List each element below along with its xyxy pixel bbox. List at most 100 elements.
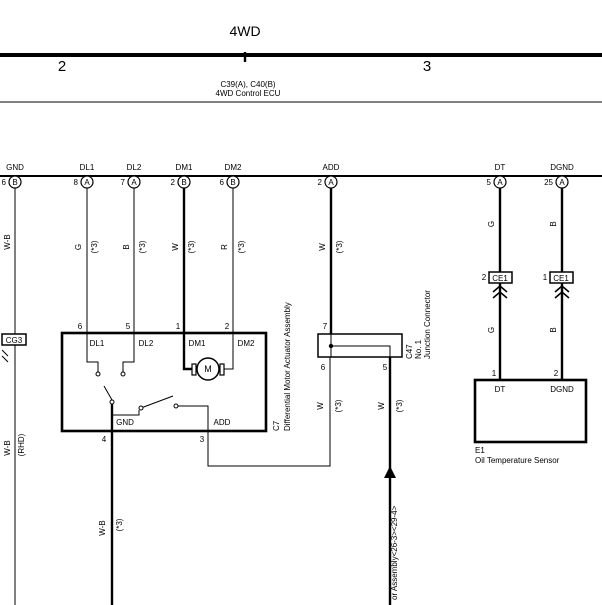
junction-no: No. 1 <box>414 339 423 359</box>
ecu-connector-dl1: A <box>80 175 94 189</box>
ecu-pin-label-dm2: DM2 <box>225 163 242 172</box>
motor-wire-dm2 <box>222 333 234 370</box>
svg-text:A: A <box>328 178 334 187</box>
actuator-pin-dl2: 5 <box>126 322 131 331</box>
ce1-a-pin: 2 <box>482 273 487 282</box>
chevron-icon-cg3 <box>1 349 9 363</box>
motor-label: M <box>204 364 212 374</box>
switch-wire-dl2 <box>122 333 135 372</box>
actuator-gnd-label: GND <box>116 418 134 427</box>
chevron-up-icon-ce1-a <box>492 284 508 299</box>
ecu-connector-gnd: B <box>8 175 22 189</box>
actuator-id: C7 <box>272 420 281 431</box>
junction-id: C47 <box>405 344 414 359</box>
column-number-right: 3 <box>423 58 431 75</box>
motor-brush-right <box>219 363 225 376</box>
svg-text:CE1: CE1 <box>553 274 569 283</box>
ecu-pin-number-dm1: 2 <box>171 178 176 187</box>
wire-color-dl2: B <box>122 244 131 249</box>
actuator-label-dm1: DM1 <box>189 339 206 348</box>
wire-color-dm1: W <box>171 243 180 251</box>
wire-note-gnd-motor: (*3) <box>115 518 124 531</box>
ground-switch-contact <box>138 405 144 411</box>
ecu-pin-number-gnd: 6 <box>2 178 7 187</box>
wire-color-dgnd-top: B <box>549 221 558 226</box>
actuator-pin-add: 3 <box>200 435 205 444</box>
junction-internal-wire <box>330 334 391 357</box>
actuator-pin-dm1: 1 <box>176 322 181 331</box>
ecu-pin-number-dl2: 7 <box>121 178 126 187</box>
wire-color-dt-bottom: G <box>487 327 496 333</box>
ecu-pin-number-dgnd: 25 <box>544 178 553 187</box>
ecu-pin-label-dl1: DL1 <box>80 163 95 172</box>
wire-note-junction-out2: (*3) <box>395 399 404 412</box>
ecu-connector-dt: A <box>493 175 507 189</box>
actuator-label-dl2: DL2 <box>139 339 154 348</box>
add-switch-contact <box>173 403 179 409</box>
actuator-add-label: ADD <box>214 418 231 427</box>
svg-text:CE1: CE1 <box>492 274 508 283</box>
system-title: 4WD <box>229 23 260 39</box>
motor-wire-dm1 <box>182 333 194 371</box>
ecu-pin-number-dt: 5 <box>487 178 492 187</box>
wire-note-dl1: (*3) <box>90 240 99 253</box>
wire-note-add: (*3) <box>335 240 344 253</box>
junction-pin-out2: 5 <box>383 363 388 372</box>
wire-add-loop <box>207 357 331 467</box>
ecu-pin-label-add: ADD <box>323 163 340 172</box>
svg-text:A: A <box>131 178 137 187</box>
chevron-up-icon-ce1-b <box>554 284 570 299</box>
svg-text:A: A <box>559 178 565 187</box>
ecu-connectors: C39(A), C40(B) <box>220 80 275 89</box>
actuator-name: Differential Motor Actuator Assembly <box>283 302 292 431</box>
motor-icon <box>196 357 220 381</box>
wire-label-gnd-bottom: W-B <box>3 440 12 455</box>
switch-blade <box>103 385 113 401</box>
ecu-connector-dgnd: A <box>555 175 569 189</box>
svg-text:B: B <box>12 178 17 187</box>
ecu-pin-label-dm1: DM1 <box>176 163 193 172</box>
ecu-connector-dm2: B <box>226 175 240 189</box>
sensor-label-dt: DT <box>495 385 506 394</box>
wire-note-dl2: (*3) <box>138 240 147 253</box>
ecu-pin-label-gnd: GND <box>6 163 24 172</box>
ground-switch-blade <box>140 395 174 409</box>
ecu-pin-label-dl2: DL2 <box>127 163 142 172</box>
wire-note-dm2: (*3) <box>237 240 246 253</box>
wire-color-junction-out1: W <box>316 402 325 410</box>
ecu-pin-label-dt: DT <box>495 163 506 172</box>
sensor-label-dgnd: DGND <box>550 385 574 394</box>
wire-color-dgnd-bottom: B <box>549 327 558 332</box>
ecu-pin-number-dm2: 6 <box>220 178 225 187</box>
add-internal-wire <box>178 405 209 431</box>
svg-text:B: B <box>181 178 186 187</box>
sensor-box <box>473 378 588 444</box>
switch-wire-dl1 <box>86 333 99 372</box>
wire-note-gnd-bottom: (RHD) <box>17 433 26 456</box>
switch-contact-dl1 <box>95 371 101 377</box>
gnd-internal-wire <box>112 410 140 416</box>
motor-brush-left <box>191 363 197 376</box>
svg-text:B: B <box>230 178 235 187</box>
svg-text:A: A <box>84 178 90 187</box>
junction-pin-in: 7 <box>323 322 328 331</box>
wire-color-gnd-motor: W-B <box>98 520 107 535</box>
actuator-pin-dl1: 6 <box>78 322 83 331</box>
connector-cg3: CG3 <box>1 333 27 346</box>
connector-ce1-b: CE1 <box>549 271 574 284</box>
wire-color-junction-out2: W <box>377 402 386 410</box>
switch-contact-dl2 <box>120 371 126 377</box>
connector-ce1-a: CE1 <box>488 271 513 284</box>
wire-label-gnd-top: W-B <box>3 234 12 249</box>
switch-pivot <box>109 399 115 405</box>
svg-text:A: A <box>497 178 503 187</box>
actuator-pin-gnd: 4 <box>102 435 107 444</box>
junction-pin-out1: 6 <box>321 363 326 372</box>
sensor-pin-dgnd: 2 <box>554 369 559 378</box>
sensor-id: E1 <box>475 446 485 455</box>
reference-text: or Assembly<26-3><29-4> <box>390 505 399 600</box>
wire-color-add: W <box>318 243 327 251</box>
ecu-connector-dl2: A <box>127 175 141 189</box>
wire-color-dm2: R <box>220 244 229 250</box>
